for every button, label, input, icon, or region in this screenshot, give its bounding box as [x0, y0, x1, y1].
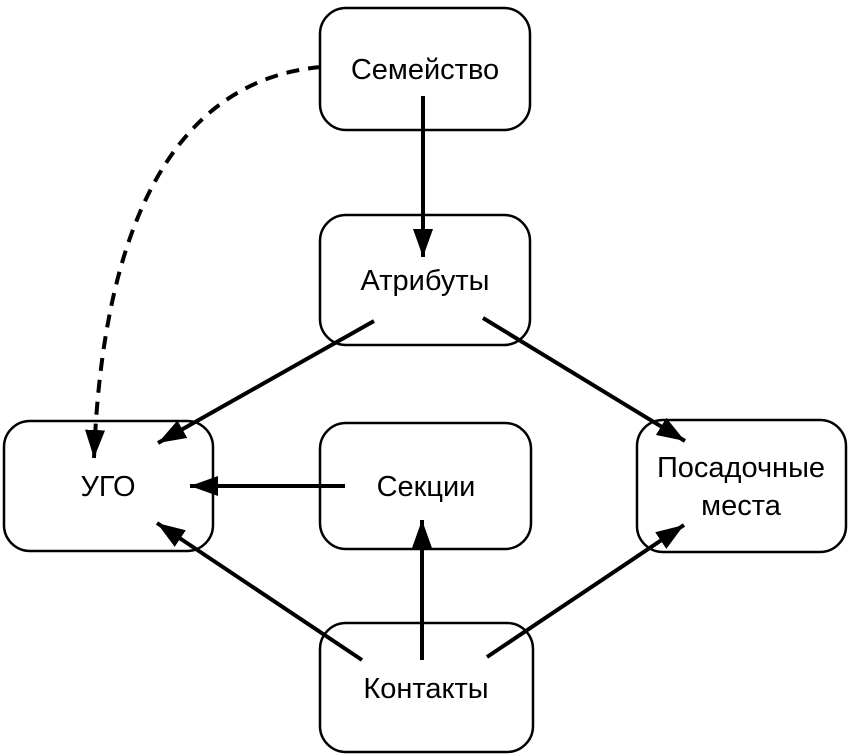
edge-attributes-to-ugo: [157, 319, 375, 445]
edge-contacts-to-ugo: [155, 521, 364, 662]
edge-contacts-to-footprints: [485, 523, 686, 659]
node-contacts-label: Контакты: [363, 673, 488, 705]
node-footprints-box: [635, 418, 848, 554]
node-footprints-label-line1: Посадочные: [657, 452, 825, 484]
node-family-label: Семейство: [351, 54, 499, 86]
edge-family-to-ugo-dashed: [85, 65, 322, 459]
edge-attributes-to-footprints: [481, 316, 687, 443]
node-contacts-box: [318, 621, 535, 754]
node-ugo-label: УГО: [80, 471, 135, 503]
node-attributes-label: Атрибуты: [361, 265, 490, 297]
node-footprints-label-line2: места: [701, 490, 782, 522]
node-sections-label: Секции: [377, 471, 476, 503]
